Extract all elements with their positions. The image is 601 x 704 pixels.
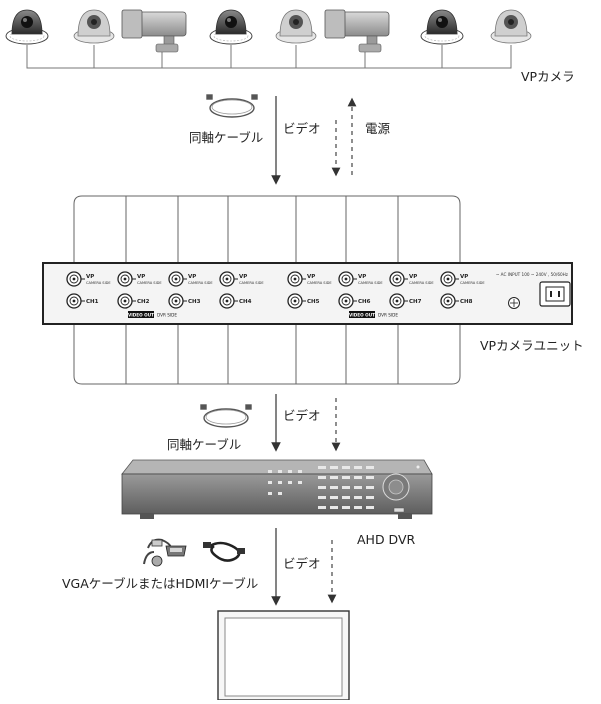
dvr-side-label: DVR SIDE: [157, 313, 177, 318]
ahd-dvr: [121, 459, 433, 519]
dome-camera-white-icon: [490, 9, 532, 44]
ac-input-label: ~ AC INPUT 100 ~ 240V , 50/60Hz: [496, 272, 569, 277]
camera-side-label: CAMERA SIDE: [409, 281, 434, 285]
vp-port-label: VP: [188, 274, 196, 280]
power-inlet: [539, 281, 571, 307]
coax-cable-label-middle: 同軸ケーブル: [167, 437, 242, 452]
vp-port-jack: [117, 271, 136, 287]
ch-port-jack: [287, 293, 306, 309]
vp-port-label: VP: [358, 274, 366, 280]
vp-port-jack: [168, 271, 187, 287]
dome-camera-icon: [209, 9, 253, 45]
ch-port-jack: [440, 293, 459, 309]
vp-port-label: VP: [239, 274, 247, 280]
vp-port-label: VP: [137, 274, 145, 280]
dvr-label: AHD DVR: [357, 532, 416, 547]
ch-port-jack: [219, 293, 238, 309]
ch-port-label: CH8: [460, 299, 473, 305]
ground-screw: [508, 297, 520, 309]
vp-port-jack: [219, 271, 238, 287]
coax-cable-icon: [206, 94, 258, 118]
camera-side-label: CAMERA SIDE: [86, 281, 111, 285]
ch-port-jack: [338, 293, 357, 309]
unit-label: VPカメラユニット: [480, 338, 584, 353]
dvr-side-label: DVR SIDE: [378, 313, 398, 318]
ch-port-label: CH5: [307, 299, 320, 305]
hdmi-cable-icon: [203, 541, 245, 562]
video-label-top: ビデオ: [283, 121, 321, 136]
video-label-middle: ビデオ: [283, 408, 321, 423]
ch-port-label: CH7: [409, 299, 422, 305]
ch-port-jack: [389, 293, 408, 309]
coax-cable-icon-2: [200, 404, 252, 428]
dome-camera-icon: [420, 9, 464, 45]
dvr-front-buttons: [268, 466, 374, 509]
bullet-camera-icon: [324, 9, 390, 53]
vp-port-jack: [338, 271, 357, 287]
camera-side-label: CAMERA SIDE: [358, 281, 383, 285]
ch-port-label: CH6: [358, 299, 371, 305]
vp-port-label: VP: [409, 274, 417, 280]
vp-port-jack: [389, 271, 408, 287]
ch-port-label: CH1: [86, 299, 99, 305]
vp-port-label: VP: [307, 274, 315, 280]
camera-bus: [26, 45, 512, 69]
video-out-label: VIDEO OUT: [349, 313, 375, 318]
ch-port-label: CH4: [239, 299, 252, 305]
dome-camera-white-icon: [275, 9, 317, 44]
coax-cable-label-top: 同軸ケーブル: [189, 130, 264, 145]
dome-camera-white-icon: [73, 9, 115, 44]
ch-port-jack: [66, 293, 85, 309]
camera-row: [5, 9, 532, 53]
ch-port-jack: [168, 293, 187, 309]
middle-arrows: [271, 394, 341, 452]
vp-port-jack: [287, 271, 306, 287]
vga-hdmi-label: VGAケーブルまたはHDMIケーブル: [62, 576, 259, 591]
vga-cable-icon: [143, 538, 187, 567]
camera-side-label: CAMERA SIDE: [239, 281, 264, 285]
dome-camera-icon: [5, 9, 49, 45]
bottom-arrows: [271, 528, 337, 606]
camera-side-label: CAMERA SIDE: [188, 281, 213, 285]
vp-port-label: VP: [460, 274, 468, 280]
camera-side-label: CAMERA SIDE: [137, 281, 162, 285]
bullet-camera-icon: [121, 9, 187, 53]
video-out-label: VIDEO OUT: [128, 313, 154, 318]
power-label: 電源: [365, 121, 391, 136]
top-arrows: [271, 96, 357, 185]
vp-port-jack: [66, 271, 85, 287]
ch-port-label: CH2: [137, 299, 150, 305]
camera-side-label: CAMERA SIDE: [307, 281, 332, 285]
usb-port: [393, 507, 405, 513]
camera-side-label: CAMERA SIDE: [460, 281, 485, 285]
ch-port-jack: [117, 293, 136, 309]
vp-port-jack: [440, 271, 459, 287]
vp-port-label: VP: [86, 274, 94, 280]
unit-frame: [73, 195, 461, 385]
monitor: [217, 610, 350, 701]
ch-port-label: CH3: [188, 299, 201, 305]
vp-camera-label: VPカメラ: [521, 69, 575, 84]
video-label-bottom: ビデオ: [283, 556, 321, 571]
